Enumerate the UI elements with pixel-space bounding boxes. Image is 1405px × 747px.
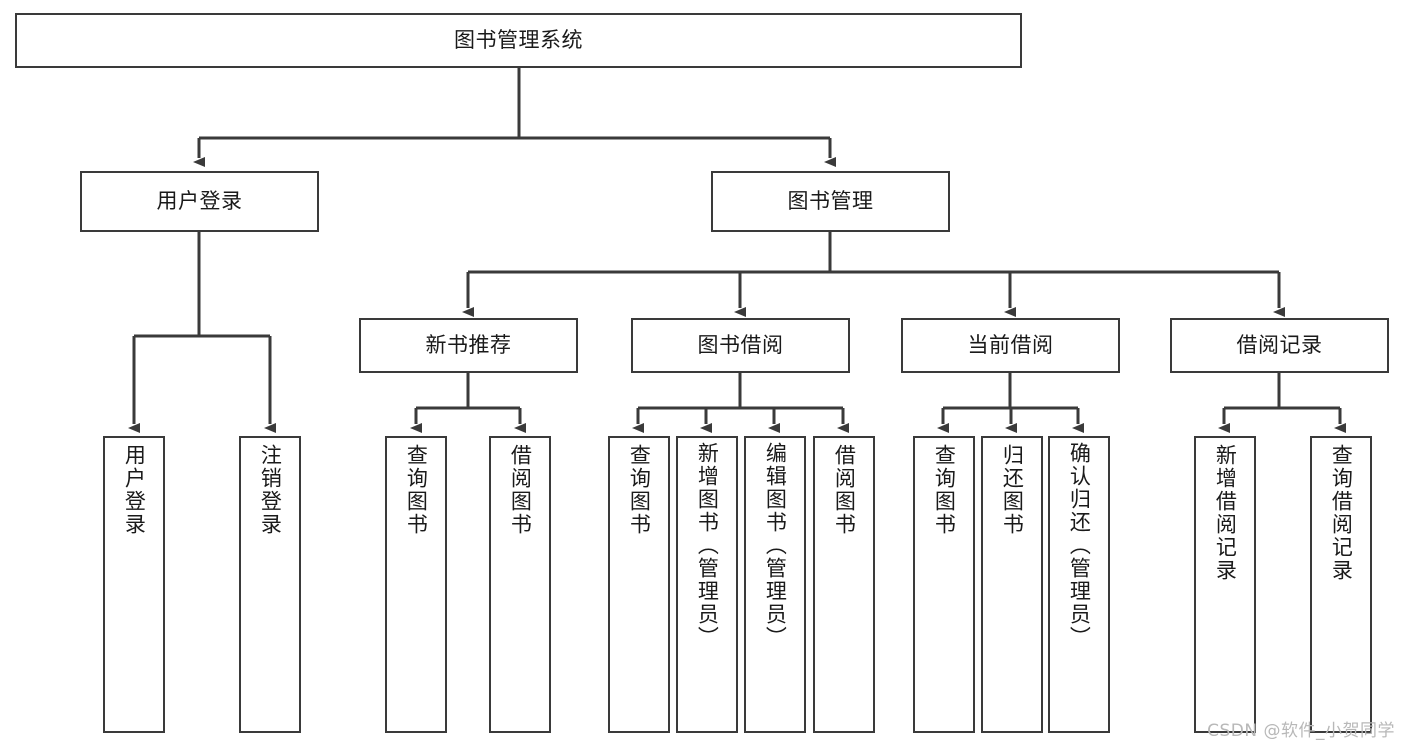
leaf-new-book-query[interactable]: 查询图书: [385, 436, 447, 733]
node-user-login-label: 用户登录: [156, 189, 243, 214]
leaf-book-borrow-add[interactable]: 新增图书（管理员）: [676, 436, 738, 733]
leaf-book-borrow-edit-label: 编辑图书（管理员）: [763, 442, 788, 649]
leaf-book-borrow-borrow[interactable]: 借阅图书: [813, 436, 875, 733]
node-book-borrow[interactable]: 图书借阅: [631, 318, 850, 373]
leaf-book-borrow-add-label: 新增图书（管理员）: [695, 442, 720, 649]
leaf-book-borrow-edit[interactable]: 编辑图书（管理员）: [744, 436, 806, 733]
node-new-book-recommend-label: 新书推荐: [425, 333, 512, 358]
leaf-current-borrow-confirm-return-label: 确认归还（管理员）: [1067, 442, 1092, 649]
leaf-current-borrow-query-label: 查询图书: [932, 444, 957, 536]
leaf-current-borrow-query[interactable]: 查询图书: [913, 436, 975, 733]
leaf-new-book-borrow[interactable]: 借阅图书: [489, 436, 551, 733]
leaf-user-login-signin[interactable]: 用户登录: [103, 436, 165, 733]
node-current-borrow-label: 当前借阅: [967, 333, 1054, 358]
node-book-management[interactable]: 图书管理: [711, 171, 950, 232]
leaf-new-book-borrow-label: 借阅图书: [508, 444, 533, 536]
node-current-borrow[interactable]: 当前借阅: [901, 318, 1120, 373]
leaf-user-login-signin-label: 用户登录: [122, 444, 147, 536]
leaf-book-borrow-query-label: 查询图书: [627, 444, 652, 536]
leaf-user-login-signout[interactable]: 注销登录: [239, 436, 301, 733]
leaf-borrow-record-query-label: 查询借阅记录: [1329, 444, 1354, 582]
leaf-current-borrow-return[interactable]: 归还图书: [981, 436, 1043, 733]
node-root-system-label: 图书管理系统: [454, 28, 583, 53]
node-borrow-record-label: 借阅记录: [1236, 333, 1323, 358]
leaf-borrow-record-add-label: 新增借阅记录: [1213, 444, 1238, 582]
node-book-borrow-label: 图书借阅: [697, 333, 784, 358]
node-borrow-record[interactable]: 借阅记录: [1170, 318, 1389, 373]
node-new-book-recommend[interactable]: 新书推荐: [359, 318, 578, 373]
leaf-user-login-signout-label: 注销登录: [258, 444, 283, 536]
node-root-system[interactable]: 图书管理系统: [15, 13, 1022, 68]
leaf-current-borrow-confirm-return[interactable]: 确认归还（管理员）: [1048, 436, 1110, 733]
node-user-login[interactable]: 用户登录: [80, 171, 319, 232]
leaf-borrow-record-query[interactable]: 查询借阅记录: [1310, 436, 1372, 733]
leaf-borrow-record-add[interactable]: 新增借阅记录: [1194, 436, 1256, 733]
leaf-new-book-query-label: 查询图书: [404, 444, 429, 536]
leaf-current-borrow-return-label: 归还图书: [1000, 444, 1025, 536]
leaf-book-borrow-borrow-label: 借阅图书: [832, 444, 857, 536]
leaf-book-borrow-query[interactable]: 查询图书: [608, 436, 670, 733]
node-book-management-label: 图书管理: [787, 189, 874, 214]
